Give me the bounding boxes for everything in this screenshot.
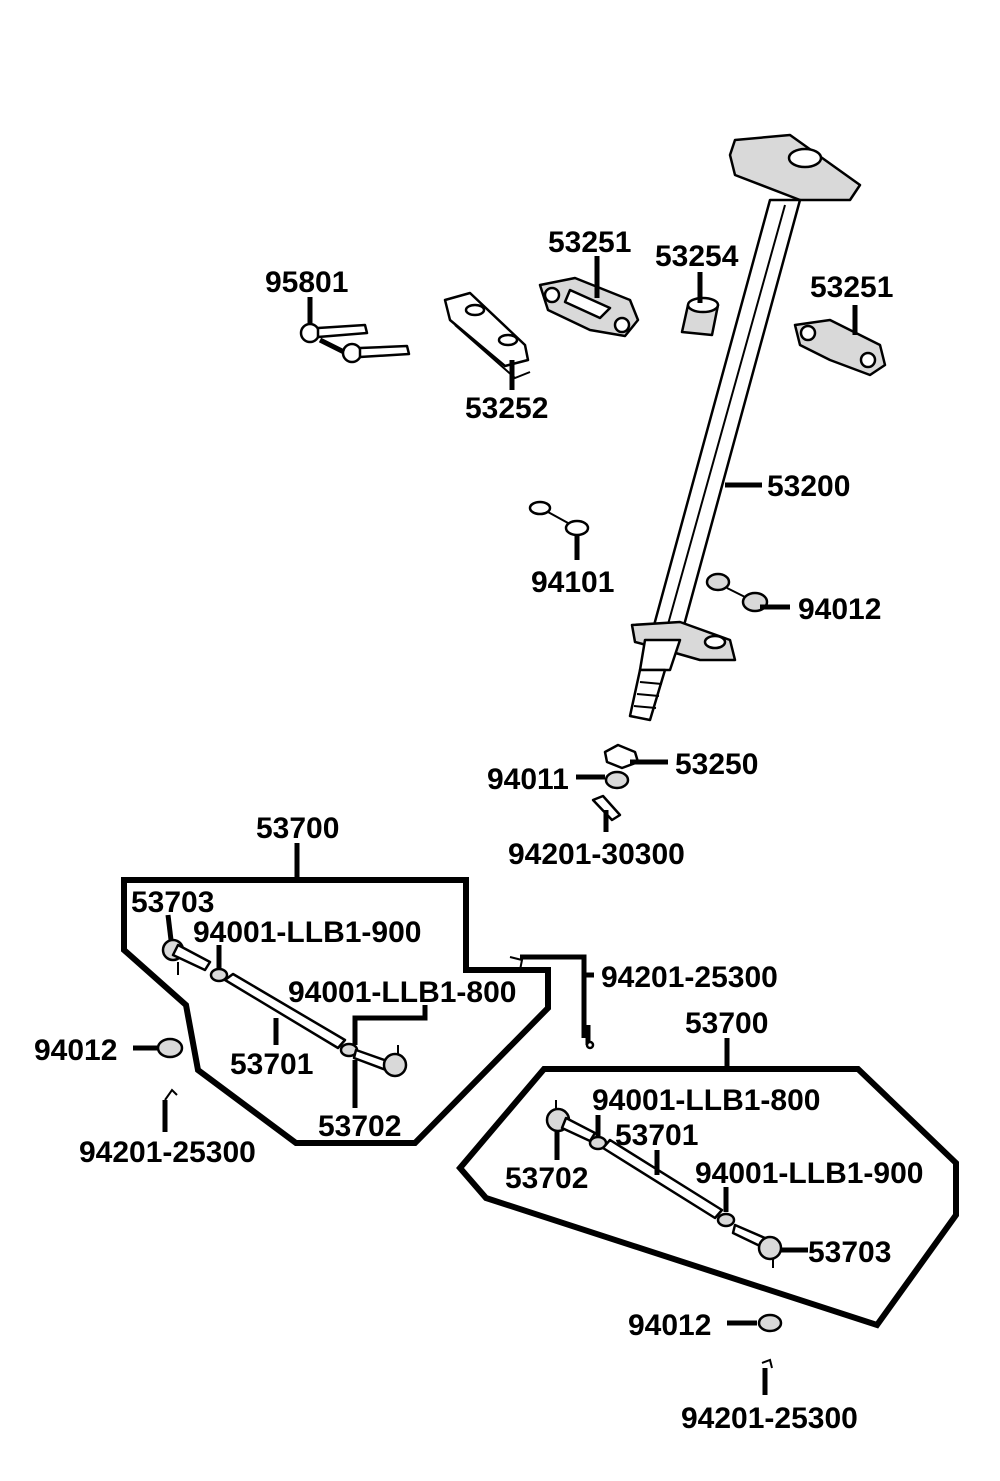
label-94201-30300: 94201-30300: [508, 838, 685, 871]
label-94001-LLB1-900-right: 94001-LLB1-900: [695, 1157, 923, 1190]
steering-shaft-53200: [628, 133, 862, 722]
label-53703-right: 53703: [808, 1236, 891, 1269]
leader-lines: [133, 256, 858, 1395]
bushing-53254: [680, 296, 720, 337]
label-94001-LLB1-900-left: 94001-LLB1-900: [193, 916, 421, 949]
label-94011: 94011: [487, 763, 569, 796]
label-53702-right: 53702: [505, 1162, 588, 1195]
label-94101: 94101: [531, 566, 614, 599]
bolts-95801: [299, 322, 411, 364]
part-labels: 95801 53251 53254 53251 53252 53200 9410…: [34, 226, 923, 1435]
label-94012-right: 94012: [628, 1309, 711, 1342]
washers-94101: [528, 500, 590, 537]
label-94201-25300-right: 94201-25300: [681, 1402, 858, 1435]
label-94001-LLB1-800-left: 94001-LLB1-800: [288, 976, 516, 1009]
label-53701-left: 53701: [230, 1048, 313, 1081]
label-94201-25300-center: 94201-25300: [601, 961, 778, 994]
tie-rod-assembly-left: [121, 877, 551, 1146]
label-53251-right: 53251: [810, 271, 893, 304]
label-94001-LLB1-800-right: 94001-LLB1-800: [592, 1084, 820, 1117]
label-53250: 53250: [675, 748, 758, 781]
nuts-94012-upper: [705, 572, 769, 613]
label-95801: 95801: [265, 266, 348, 299]
label-53251-left: 53251: [548, 226, 631, 259]
plate-53252: [443, 291, 531, 380]
label-53701-right: 53701: [615, 1119, 698, 1152]
label-94201-25300-left: 94201-25300: [79, 1136, 256, 1169]
clamp-53251-right: [793, 318, 887, 377]
tie-rod-assembly-right: [456, 1066, 959, 1329]
clamp-53251-left: [538, 276, 640, 338]
label-53700-left: 53700: [256, 812, 339, 845]
label-53200: 53200: [767, 470, 850, 503]
label-53702-left: 53702: [318, 1110, 401, 1143]
lower-hardware: [591, 743, 640, 822]
label-53703-left: 53703: [131, 886, 214, 919]
label-94012-upper: 94012: [798, 593, 881, 626]
label-53252: 53252: [465, 392, 548, 425]
label-53700-right: 53700: [685, 1007, 768, 1040]
label-53254: 53254: [655, 240, 739, 273]
label-94012-left: 94012: [34, 1034, 117, 1067]
loose-hardware: [156, 956, 783, 1369]
